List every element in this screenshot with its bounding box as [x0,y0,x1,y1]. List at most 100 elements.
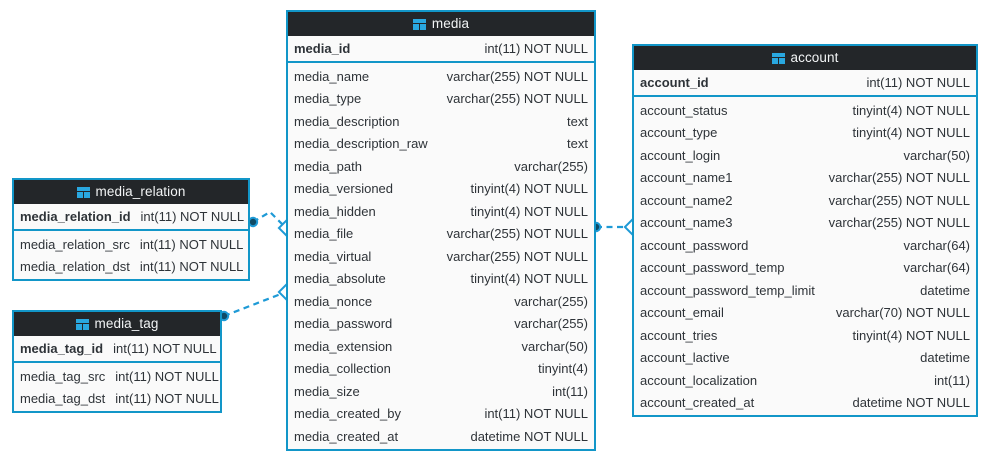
field-type: int(11) NOT NULL [140,209,245,224]
entity-name: media [431,16,470,31]
field-name: media_type [294,91,362,107]
entity-header[interactable]: media_relation [14,180,248,204]
entity-header[interactable]: account [634,46,976,70]
field-row: media_password varchar(255) [288,313,594,336]
table-icon [75,318,89,330]
field-row: media_versioned tinyint(4) NOT NULL [288,178,594,201]
field-name: media_tag_src [20,368,106,384]
field-name: media_size [294,383,360,399]
field-name: media_virtual [294,248,372,264]
relationship-rel-media_tag-media[interactable] [218,283,295,322]
field-name: media_description [294,113,400,129]
field-name: account_localization [640,372,758,388]
field-name: media_password [294,316,393,332]
field-type: datetime [920,282,970,298]
field-type: varchar(70) NOT NULL [835,305,970,321]
field-type: int(11) [934,372,970,388]
field-type: text [567,113,588,129]
field-type: int(11) [552,383,588,399]
field-name: media_relation_id [20,209,131,224]
table-icon [412,18,426,30]
field-name: media_relation_dst [20,259,130,275]
field-type: varchar(255) [514,316,588,332]
field-name: media_extension [294,338,393,354]
field-name: media_created_by [294,406,401,422]
entity-header[interactable]: media_tag [14,312,220,336]
field-row: account_lactive datetime [634,347,976,370]
primary-key-section: media_relation_id int(11) NOT NULL [14,204,248,231]
field-name: account_status [640,102,728,118]
field-name: media_versioned [294,181,394,197]
table-icon [771,52,785,64]
field-type: int(11) NOT NULL [113,341,217,356]
field-row: account_created_at datetime NOT NULL [634,392,976,415]
field-type: varchar(64) [903,237,970,253]
field-name: media_collection [294,361,391,377]
field-name: account_created_at [640,395,755,411]
field-name: account_password_temp [640,260,785,276]
field-type: tinyint(4) NOT NULL [852,125,970,141]
field-name: media_hidden [294,203,376,219]
field-type: varchar(255) NOT NULL [828,192,970,208]
relationship-line[interactable] [223,290,287,318]
field-name: account_password_temp_limit [640,282,815,298]
field-name: media_description_raw [294,136,428,152]
field-name: account_name3 [640,215,733,231]
field-row: media_extension varchar(50) [288,335,594,358]
field-type: datetime NOT NULL [470,428,588,444]
field-name: account_name2 [640,192,733,208]
field-type: varchar(255) NOT NULL [828,170,970,186]
field-type: datetime NOT NULL [852,395,970,411]
field-type: text [567,136,588,152]
field-row: media_description text [288,110,594,133]
field-row: media_size int(11) [288,380,594,403]
entity-name: media_relation [95,184,186,199]
field-type: tinyint(4) NOT NULL [470,181,588,197]
field-name: account_email [640,305,724,321]
table-icon [76,186,90,198]
field-type: varchar(50) [521,338,588,354]
field-row: media_description_raw text [288,133,594,156]
field-type: varchar(255) NOT NULL [446,91,588,107]
field-type: int(11) NOT NULL [866,75,970,90]
field-name: media_created_at [294,428,399,444]
field-type: int(11) NOT NULL [139,259,244,275]
field-type: varchar(255) NOT NULL [446,226,588,242]
field-row: account_password_temp_limit datetime [634,279,976,302]
entity-header[interactable]: media [288,12,594,36]
field-type: tinyint(4) NOT NULL [852,327,970,343]
field-type: datetime [920,350,970,366]
field-type: tinyint(4) NOT NULL [470,271,588,287]
relationship-line[interactable] [252,210,287,229]
field-type: int(11) NOT NULL [139,236,244,252]
field-row: media_type varchar(255) NOT NULL [288,88,594,111]
field-type: int(11) NOT NULL [115,391,219,407]
entity-table-media_relation[interactable]: media_relation media_relation_id int(11) N… [12,178,250,281]
field-type: int(11) NOT NULL [484,41,588,56]
field-name: account_lactive [640,350,730,366]
